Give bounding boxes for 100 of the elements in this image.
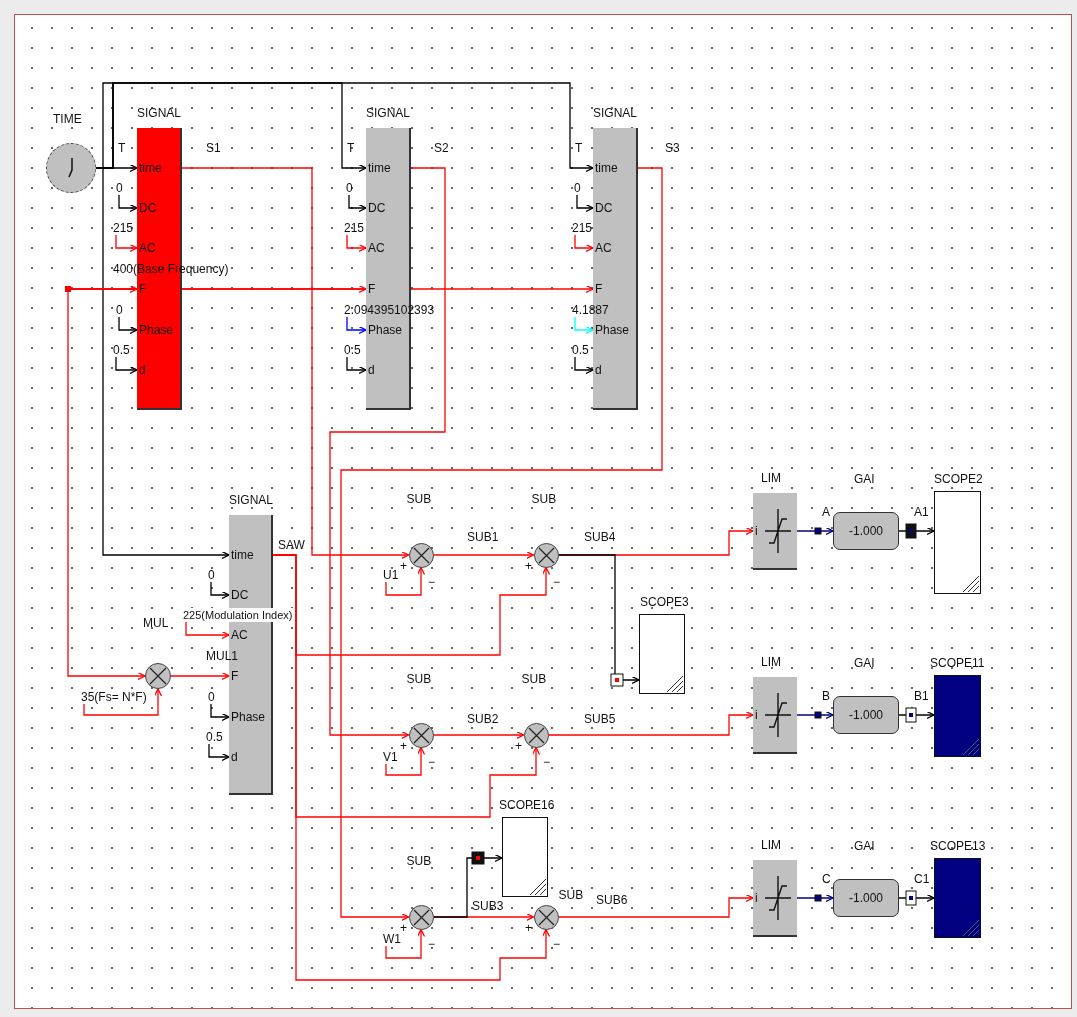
wire <box>574 316 594 335</box>
signal-label: − <box>552 575 561 589</box>
port-label: DC <box>139 201 157 215</box>
port-label: DC <box>368 201 386 215</box>
port-label: Phase <box>368 323 403 337</box>
block-label: SUB <box>531 491 557 506</box>
signal-label: S1 <box>205 141 222 155</box>
block-label: SIGNAL <box>366 106 410 120</box>
wire <box>346 316 367 335</box>
port-label: d <box>231 750 238 764</box>
port-label: F <box>231 669 239 683</box>
port-label: d <box>595 363 602 377</box>
signal-label: A1 <box>913 505 930 519</box>
signal-label: B <box>821 689 831 703</box>
block-label: LIM <box>761 471 781 485</box>
wire <box>385 928 426 959</box>
wire <box>385 566 426 596</box>
parameter-value: W1 <box>382 932 402 946</box>
block-label: SCOPE16 <box>499 798 555 812</box>
block-label: SIGNAL <box>229 493 273 507</box>
port-label: time <box>595 161 618 175</box>
block-label: LIM <box>761 655 781 669</box>
signal-label: C1 <box>913 872 931 886</box>
port-label: AC <box>368 241 385 255</box>
parameter-value: 0.5 <box>343 343 362 357</box>
signal-label: − <box>427 937 436 951</box>
block-label: GAI <box>854 839 875 853</box>
block-label: SCOPE13 <box>930 839 986 853</box>
signal-label: S3 <box>664 141 681 155</box>
signal-label: SAW <box>277 538 306 552</box>
signal-label: + <box>524 921 533 935</box>
parameter-value: 215 <box>112 221 135 235</box>
wire <box>796 710 834 720</box>
wire <box>83 688 163 716</box>
wire <box>796 893 834 903</box>
wire <box>170 671 230 681</box>
parameter-value: 215 <box>343 221 366 235</box>
signal-label: S2 <box>433 141 450 155</box>
wire <box>329 167 446 740</box>
wire <box>181 167 410 560</box>
signal-label: + <box>400 921 408 935</box>
signal-label: SUB3 <box>471 899 505 913</box>
parameter-value: 215 <box>571 221 594 235</box>
port-label: d <box>139 363 146 377</box>
wire <box>346 356 367 375</box>
port-label: AC <box>139 241 156 255</box>
signal-label: T <box>117 141 127 155</box>
port-label: Phase <box>595 323 630 337</box>
port-label: time <box>139 161 162 175</box>
port-label: F <box>368 282 376 296</box>
wire <box>340 167 663 922</box>
parameter-value: 0.5 <box>571 343 590 357</box>
port-label: DC <box>231 588 249 602</box>
signal-label: SUB1 <box>466 530 500 544</box>
signal-label: B1 <box>913 689 930 703</box>
port-label: F <box>595 282 603 296</box>
wire <box>547 710 754 736</box>
wire <box>210 703 230 722</box>
wire <box>208 743 230 762</box>
wire <box>898 710 935 720</box>
block-label: SCOPE11 <box>930 656 985 670</box>
wire <box>115 356 138 375</box>
parameter-value: 0 <box>207 568 216 582</box>
wire <box>118 194 138 213</box>
signal-label: SUB6 <box>595 893 629 907</box>
wire <box>118 316 138 335</box>
port-label: DC <box>595 201 613 215</box>
signal-label: C <box>821 872 832 886</box>
signal-label: MUL1 <box>205 649 239 663</box>
port-label: time <box>231 548 254 562</box>
parameter-value: 0 <box>115 303 124 317</box>
block-label: SUB <box>558 887 584 902</box>
wire <box>272 554 551 981</box>
signal-label: + <box>514 739 523 753</box>
signal-label: T <box>346 141 356 155</box>
wire <box>576 194 594 213</box>
block-label: SCOPE3 <box>640 595 689 609</box>
signal-label: + <box>399 559 408 573</box>
block-label: GAI <box>854 472 875 486</box>
port-label: AC <box>231 628 248 642</box>
wire <box>574 356 594 375</box>
signal-label: SUB4 <box>583 530 617 544</box>
block-label: SUB <box>406 491 432 506</box>
parameter-value: 35(Fs= N*F) <box>80 690 148 704</box>
port-label: i <box>755 524 758 538</box>
parameter-value: V1 <box>382 750 399 764</box>
parameter-value: 0.5 <box>205 730 224 744</box>
block-label: SIGNAL <box>137 106 181 120</box>
signal-label: + <box>399 739 408 753</box>
parameter-value: 0 <box>207 690 216 704</box>
port-label: time <box>368 161 391 175</box>
wire <box>557 893 754 918</box>
wire <box>348 194 367 213</box>
wire <box>346 234 367 253</box>
block-label: SUB <box>521 671 547 686</box>
signal-label: − <box>427 575 436 589</box>
block-label: SCOPE2 <box>934 472 983 486</box>
port-label: AC <box>595 241 612 255</box>
gain-value: -1.000 <box>849 708 883 722</box>
wire <box>574 234 594 253</box>
